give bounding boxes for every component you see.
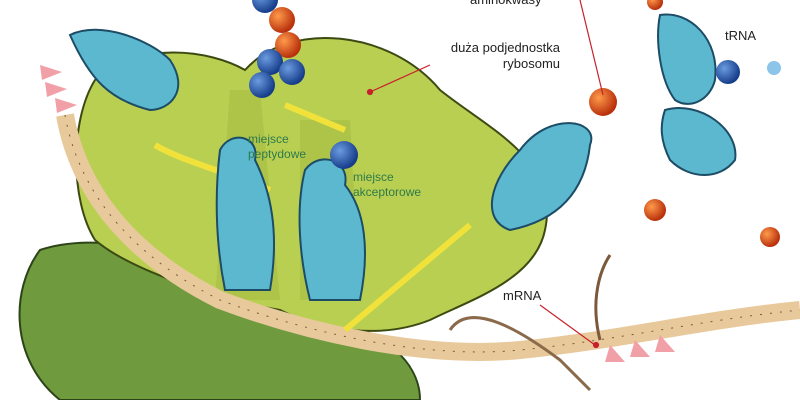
label-large-subunit-line1: duża podjednostka: [450, 40, 560, 55]
label-a-site: miejsce akceptorowe: [353, 170, 421, 200]
label-p-site-line1: miejsce: [248, 132, 289, 146]
trna-molecules: [68, 13, 737, 301]
label-amino-acids: aminokwasy: [470, 0, 542, 8]
label-large-subunit-line2: rybosomu: [502, 56, 560, 71]
label-a-site-line2: akceptorowe: [353, 185, 422, 199]
direction-arrows: [40, 65, 675, 362]
label-mrna: mRNA: [503, 288, 542, 303]
mrna-strand: [56, 113, 800, 392]
label-trna: tRNA: [725, 28, 757, 43]
pointer-lines: [366, 0, 604, 349]
label-large-subunit: duża podjednostka rybosomu: [430, 40, 560, 72]
label-a-site-line1: miejsce: [353, 170, 394, 184]
label-p-site: miejsce peptydowe: [248, 132, 306, 162]
label-p-site-line2: peptydowe: [248, 147, 307, 161]
amino-acid-chain: [249, 0, 781, 247]
